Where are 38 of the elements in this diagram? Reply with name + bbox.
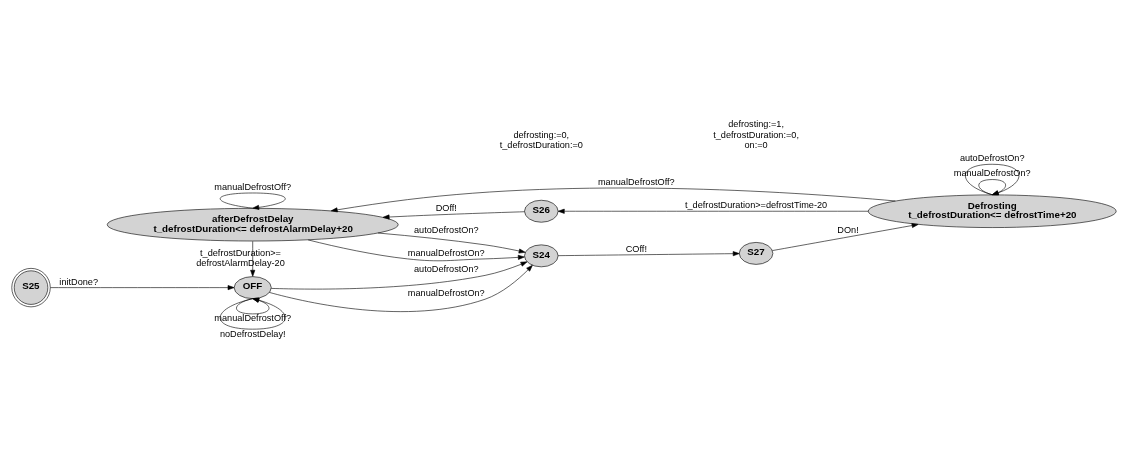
node-ellipse: S26 xyxy=(524,199,559,223)
arrow xyxy=(219,192,286,210)
node-ellipse: S27 xyxy=(738,242,774,265)
arrow xyxy=(219,297,286,330)
node-ellipse: OFF xyxy=(233,276,272,299)
edge-label: manualDefrostOn? xyxy=(407,288,485,299)
arrow xyxy=(772,223,919,251)
label: defrosting:=1, t_defrostDuration:=0, on:=0 xyxy=(713,119,799,150)
arrow xyxy=(978,179,1006,196)
arrow xyxy=(330,187,896,213)
arrow xyxy=(377,232,526,254)
arrow xyxy=(236,297,270,315)
edge-label: initDone? xyxy=(59,276,99,287)
edge-label: autoDefrostOn? xyxy=(959,153,1025,164)
edge-label: t_defrostDuration>= defrostAlarmDelay-20 xyxy=(196,247,285,269)
arrow xyxy=(307,239,525,262)
edge-label: t_defrostDuration>=defrostTime-20 xyxy=(685,200,828,211)
arrow xyxy=(965,163,1020,196)
edge-label: COff! xyxy=(625,243,647,254)
edge-label: manualDefrostOn? xyxy=(407,247,485,258)
arrow xyxy=(382,211,525,220)
arrow xyxy=(50,285,235,291)
edge-label: autoDefrostOn? xyxy=(413,225,479,236)
edge-label: manualDefrostOn? xyxy=(953,168,1031,179)
edge-label: manualDefrostOff? xyxy=(214,181,292,192)
edge-label: DOn! xyxy=(837,225,859,236)
edge-label: manualDefrostOff? xyxy=(214,313,292,324)
arrow xyxy=(270,261,528,290)
arrow xyxy=(557,208,869,214)
edge-label: DOff! xyxy=(435,202,457,213)
edge-label: manualDefrostOff? xyxy=(597,176,675,187)
label: defrosting:=0, t_defrostDuration:=0 xyxy=(499,129,583,151)
node-ellipse: S24 xyxy=(524,244,559,268)
arrow xyxy=(250,240,256,277)
arrow xyxy=(269,265,533,312)
arrow xyxy=(557,251,740,257)
edge-label: autoDefrostOn? xyxy=(413,264,479,275)
edge-label: noDefrostDelay! xyxy=(219,328,286,339)
